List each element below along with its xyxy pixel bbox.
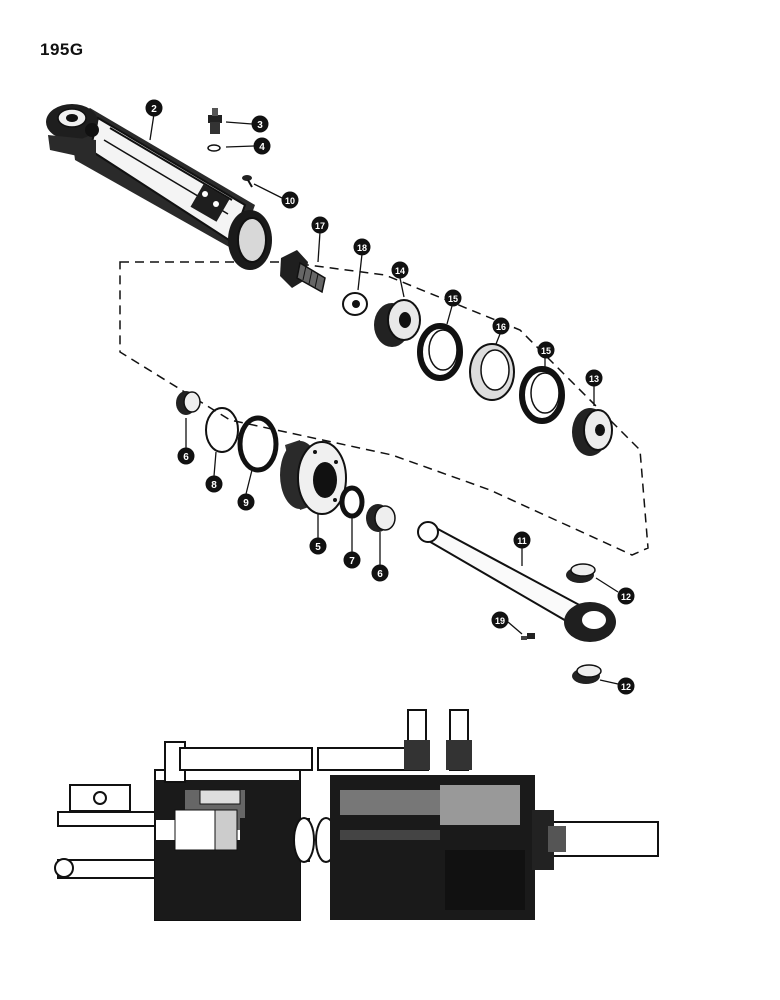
cylinder-head (280, 440, 347, 515)
piston (374, 299, 421, 347)
callout-7: 7 (343, 551, 361, 569)
callouts: 2 3 4 10 17 18 14 15 16 15 13 6 8 9 5 7 … (145, 99, 635, 695)
page-label: 195G (40, 40, 84, 59)
callout-5: 5 (309, 537, 327, 555)
set-screw (242, 175, 253, 188)
callout-6-right-label: 6 (377, 569, 383, 580)
callout-12-lower: 12 (617, 677, 635, 695)
rod-grease-fitting (521, 633, 535, 640)
callout-18: 18 (353, 238, 371, 256)
callout-9: 9 (237, 493, 255, 511)
callout-11: 11 (513, 531, 531, 549)
backup-ring (237, 415, 279, 473)
callout-2: 2 (145, 99, 163, 117)
assembly-dashed-outline (119, 261, 649, 556)
cylinder-barrel (70, 108, 272, 270)
rod-seal (339, 485, 365, 519)
bushing-left (176, 391, 201, 415)
bushing-right (366, 504, 396, 532)
piston-seal-upper (417, 323, 463, 381)
callout-7-label: 7 (349, 556, 355, 567)
callout-16: 16 (492, 317, 510, 335)
callout-8-label: 8 (211, 480, 217, 491)
callout-4-label: 4 (259, 142, 265, 153)
callout-3-label: 3 (257, 120, 263, 131)
assembled-cutaway-view (54, 709, 659, 921)
callout-15-upper: 15 (444, 289, 462, 307)
rod-end-bushing-upper (566, 563, 596, 583)
piston-seal-lower (519, 366, 565, 424)
callout-6-left: 6 (177, 447, 195, 465)
callout-13-label: 13 (589, 374, 599, 384)
lock-nut (572, 408, 613, 456)
callout-15-lower: 15 (537, 341, 555, 359)
barrel-clevis-end (46, 104, 99, 160)
callout-8: 8 (205, 475, 223, 493)
callout-17-label: 17 (315, 221, 325, 231)
callout-2-label: 2 (151, 104, 157, 115)
callout-12-upper-label: 12 (621, 592, 631, 602)
callout-5-label: 5 (315, 542, 321, 553)
callout-15-lower-label: 15 (541, 346, 551, 356)
piston-rod (417, 521, 616, 642)
callout-6-right: 6 (371, 564, 389, 582)
callout-3: 3 (251, 115, 269, 133)
callout-16-label: 16 (496, 322, 506, 332)
callout-9-label: 9 (243, 498, 249, 509)
grease-fitting (208, 108, 222, 134)
callout-10-top-label: 10 (285, 196, 295, 206)
callout-14-label: 14 (395, 266, 405, 276)
callout-14: 14 (391, 261, 409, 279)
callout-11-label: 11 (517, 536, 527, 546)
callout-6-left-label: 6 (183, 452, 189, 463)
callout-13: 13 (585, 369, 603, 387)
piston-bolt (280, 250, 326, 294)
callout-18-label: 18 (357, 243, 367, 253)
callout-15-upper-label: 15 (448, 294, 458, 304)
callout-10-top: 10 (281, 191, 299, 209)
callout-12-upper: 12 (617, 587, 635, 605)
callout-4: 4 (253, 137, 271, 155)
callout-19-label: 19 (495, 616, 505, 626)
washer (342, 292, 368, 316)
callout-17: 17 (311, 216, 329, 234)
leader-lines (149, 113, 619, 685)
o-ring (207, 144, 221, 152)
head-o-ring (205, 407, 239, 453)
callout-12-lower-label: 12 (621, 682, 631, 692)
callout-19: 19 (491, 611, 509, 629)
wear-ring (469, 343, 515, 401)
rod-end-bushing-lower (572, 664, 602, 684)
